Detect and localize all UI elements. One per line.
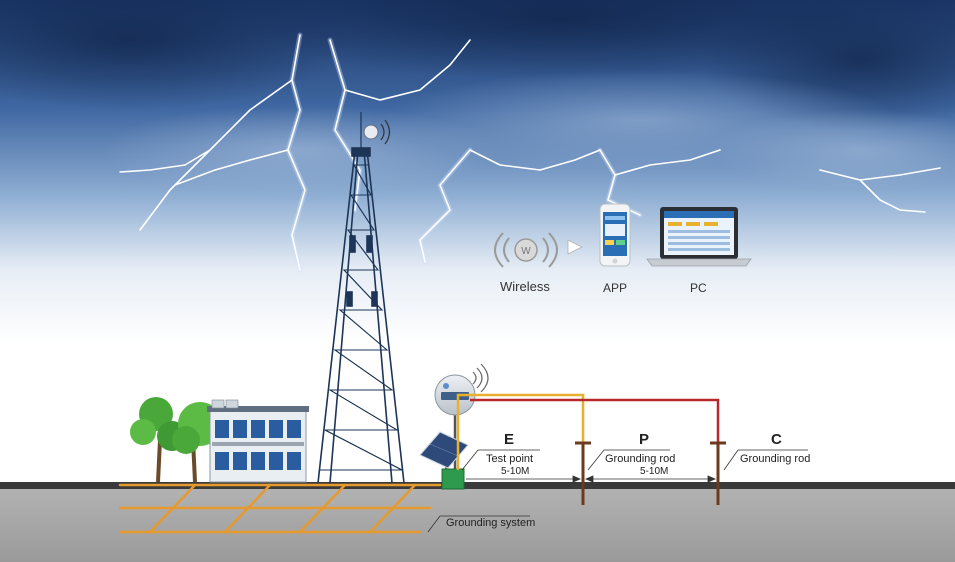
test-point-box (441, 468, 465, 490)
pc-label: PC (690, 281, 707, 295)
wireless-signal-icon (494, 232, 558, 268)
app-label: APP (603, 281, 628, 295)
wireless-badge-text: W (521, 246, 531, 257)
grounding-rods (575, 441, 726, 505)
point-c-label: C (771, 431, 782, 448)
point-p-label: P (639, 431, 650, 448)
grounding-grid (118, 483, 442, 534)
laptop-icon (646, 207, 752, 267)
grounding-system-label: Grounding system (446, 517, 536, 529)
distance-e-p-label: 5-10M (501, 466, 530, 477)
label-leaders (427, 449, 808, 533)
phone-icon (599, 203, 631, 267)
test-point-label: Test point (486, 453, 534, 465)
building (207, 399, 309, 483)
point-e-label: E (504, 431, 515, 448)
solar-panel (419, 431, 469, 470)
storm-clouds (0, 0, 955, 195)
wireless-label: Wireless (500, 279, 550, 294)
grounding-rod-p-label: Grounding rod (605, 453, 676, 465)
lightning-bolts (119, 32, 941, 273)
communication-tower (317, 112, 405, 484)
grounding-rod-c-label: Grounding rod (740, 453, 811, 465)
ground-surface-line (0, 482, 955, 489)
flow-arrow-icon (567, 239, 583, 255)
distance-markers (466, 475, 717, 483)
distance-p-c-label: 5-10M (640, 466, 669, 477)
measurement-wires (456, 393, 720, 470)
